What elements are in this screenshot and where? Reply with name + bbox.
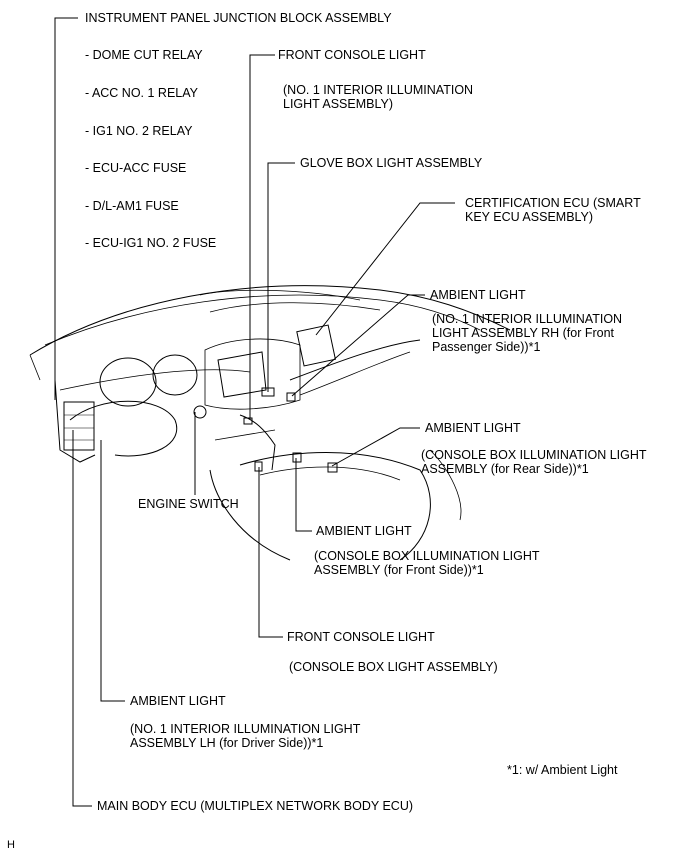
ipjb-item: - ECU-IG1 NO. 2 FUSE (85, 236, 217, 250)
leader-front-console-bottom (258, 467, 283, 638)
ipjb-item: - IG1 NO. 2 RELAY (85, 124, 193, 138)
dash-upper-panel (209, 302, 381, 313)
leader-ambient-front (295, 458, 312, 532)
instrument-hood (59, 369, 251, 391)
left-pillar (29, 354, 41, 381)
ambient-light-rh-part (286, 392, 296, 402)
dash-top-outline (29, 285, 511, 356)
left-door-edge (54, 379, 96, 463)
console-side (209, 469, 291, 561)
label-ipjb: INSTRUMENT PANEL JUNCTION BLOCK ASSEMBLY (85, 11, 392, 25)
label-ambient-front-sub: (CONSOLE BOX ILLUMINATION LIGHT ASSEMBLY… (314, 549, 540, 577)
leader-ipjb (54, 17, 78, 400)
label-ambient-rh-sub: (NO. 1 INTERIOR ILLUMINATION LIGHT ASSEM… (432, 312, 623, 354)
label-front-console-light-bottom: FRONT CONSOLE LIGHT (287, 630, 435, 644)
ipjb-item: - D/L-AM1 FUSE (85, 199, 179, 213)
corner-mark: H (7, 839, 15, 851)
front-console-light-top-part (243, 417, 253, 425)
console-body (239, 452, 431, 561)
label-front-console-light-top-sub: (NO. 1 INTERIOR ILLUMINATION LIGHT ASSEM… (283, 83, 474, 111)
label-ambient-rear-sub: (CONSOLE BOX ILLUMINATION LIGHT ASSEMBLY… (421, 448, 647, 476)
leader-ambient-lh (100, 440, 125, 702)
center-stack-lower (239, 414, 276, 471)
ambient-light-front-part (292, 452, 302, 463)
label-ambient-front: AMBIENT LIGHT (316, 524, 412, 538)
center-stack-shelf (214, 429, 276, 441)
label-engine-switch: ENGINE SWITCH (138, 497, 239, 511)
leader-ambient-rear (331, 427, 420, 467)
leader-certification-ecu (315, 202, 455, 336)
label-ambient-rh: AMBIENT LIGHT (430, 288, 526, 302)
dash-top-inner (44, 294, 481, 346)
certification-ecu-part (296, 324, 336, 367)
label-ambient-lh-sub: (NO. 1 INTERIOR ILLUMINATION LIGHT ASSEM… (130, 722, 361, 750)
footnote: *1: w/ Ambient Light (507, 763, 618, 777)
passenger-trim (299, 351, 411, 396)
console-rear (429, 449, 462, 521)
label-front-console-light-bottom-sub: (CONSOLE BOX LIGHT ASSEMBLY) (289, 660, 498, 674)
leader-main-body-ecu (72, 430, 92, 807)
steering-wheel (69, 400, 178, 457)
label-ambient-lh: AMBIENT LIGHT (130, 694, 226, 708)
engine-switch-part (193, 405, 207, 419)
label-ambient-rear: AMBIENT LIGHT (425, 421, 521, 435)
console-top (259, 466, 401, 481)
label-certification-ecu: CERTIFICATION ECU (SMART KEY ECU ASSEMBL… (465, 196, 641, 224)
ipjb-item: - ACC NO. 1 RELAY (85, 86, 198, 100)
label-main-body-ecu: MAIN BODY ECU (MULTIPLEX NETWORK BODY EC… (97, 799, 414, 813)
leader-glove-box (267, 162, 295, 392)
leader-ambient-rh (291, 294, 425, 397)
center-display (217, 351, 267, 398)
junction-block-assembly (63, 401, 95, 451)
gauge-left (99, 357, 157, 407)
ipjb-item: - ECU-ACC FUSE (85, 161, 187, 175)
passenger-dash-line (289, 339, 421, 381)
leader-front-console-top (249, 54, 275, 420)
label-glove-box-light: GLOVE BOX LIGHT ASSEMBLY (300, 156, 483, 170)
center-bezel (204, 338, 301, 410)
gauge-right (152, 354, 198, 396)
ambient-light-rear-part (327, 462, 338, 473)
label-front-console-light-top: FRONT CONSOLE LIGHT (278, 48, 426, 62)
ipjb-item: - DOME CUT RELAY (85, 48, 203, 62)
dash-ridge (199, 289, 361, 301)
